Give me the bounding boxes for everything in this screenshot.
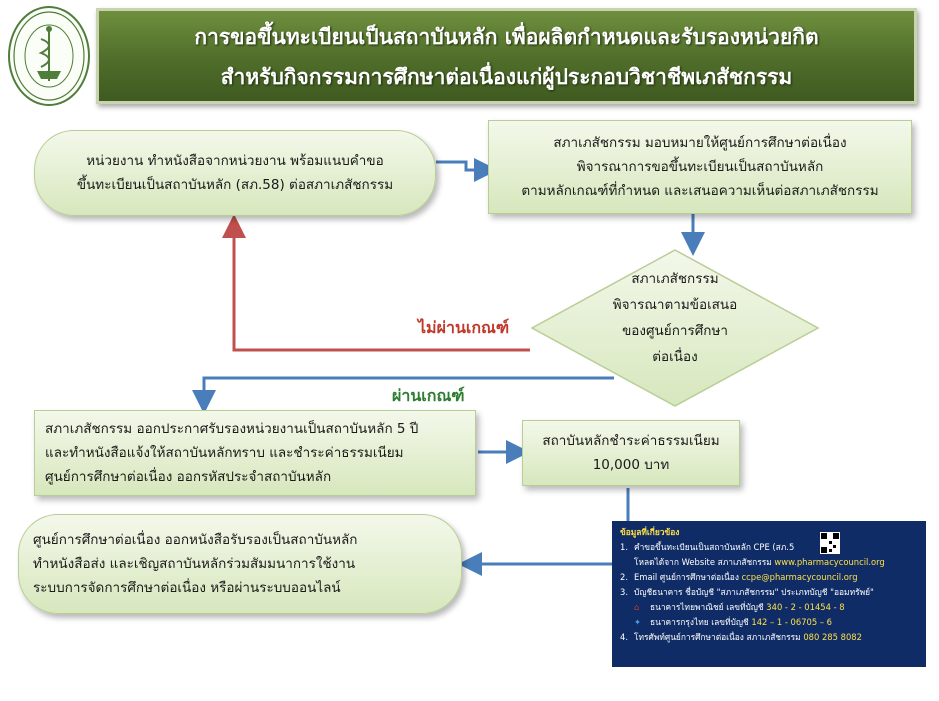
qr-code-icon (820, 532, 840, 554)
step-text-line: ศูนย์การศึกษาต่อเนื่อง ออกหนังสือรับรองเ… (33, 532, 358, 548)
fee-amount: 10,000 บาท (592, 457, 670, 473)
title-line-2: สำหรับกิจกรรมการศึกษาต่อเนื่องแก่ผู้ประก… (220, 65, 793, 89)
decision-line: ของศูนย์การศึกษา (622, 323, 728, 339)
related-info-card: ข้อมูลที่เกี่ยวข้อง 1. คำขอขึ้นทะเบียนเป… (612, 521, 926, 667)
step-text-line: หน่วยงาน ทำหนังสือจากหน่วยงาน พร้อมแนบคำ… (86, 153, 384, 169)
info-item-4: 4. โทรศัพท์ศูนย์การศึกษาต่อเนื่อง สภาเภส… (620, 630, 918, 645)
decision-line: ต่อเนื่อง (652, 349, 698, 365)
decision-line: พิจารณาตามข้อเสนอ (612, 297, 738, 313)
step-text-line: ศูนย์การศึกษาต่อเนื่อง ออกรหัสประจำสถาบั… (45, 469, 332, 485)
step-text-line: ทำหนังสือส่ง และเชิญสถาบันหลักร่วมสัมมนา… (33, 556, 356, 572)
decision-diamond (530, 249, 820, 407)
email-link[interactable]: ccpe@pharmacycouncil.org (741, 572, 858, 582)
scb-icon: ⌂ (634, 602, 640, 612)
step-text-line: สถาบันหลักชำระค่าธรรมเนียม (542, 433, 720, 449)
info-item-2: 2. Email ศูนย์การศึกษาต่อเนื่อง ccpe@pha… (620, 570, 918, 585)
info-item-1-website: โหลดได้จาก Website สภาเภสัชกรรม www.phar… (620, 555, 918, 570)
decision-text: สภาเภสัชกรรม พิจารณาตามข้อเสนอ ของศูนย์ก… (600, 266, 750, 370)
step-text-line: ระบบการจัดการศึกษาต่อเนื่อง หรือผ่านระบบ… (33, 580, 341, 596)
pharmacy-council-seal (8, 6, 90, 106)
reject-label: ไม่ผ่านเกณฑ์ (418, 318, 510, 337)
step-text-line: สภาเภสัชกรรม ออกประกาศรับรองหน่วยงานเป็น… (45, 421, 419, 437)
step-submit-application: หน่วยงาน ทำหนังสือจากหน่วยงาน พร้อมแนบคำ… (34, 130, 436, 216)
info-item-1: 1. คำขอขึ้นทะเบียนเป็นสถาบันหลัก CPE (สภ… (620, 542, 795, 552)
pass-label: ผ่านเกณฑ์ (392, 386, 465, 405)
step-text-line: ขึ้นทะเบียนเป็นสถาบันหลัก (สภ.58) ต่อสภา… (76, 177, 394, 193)
step-issue-certificate: ศูนย์การศึกษาต่อเนื่อง ออกหนังสือรับรองเ… (18, 514, 462, 614)
step-pay-fee: สถาบันหลักชำระค่าธรรมเนียม 10,000 บาท (522, 420, 740, 486)
title-line-1: การขอขึ้นทะเบียนเป็นสถาบันหลัก เพื่อผลิต… (194, 25, 819, 49)
website-link[interactable]: www.pharmacycouncil.org (774, 557, 885, 567)
bank-row-ktb: ✦ ธนาคารกรุงไทย เลขที่บัญชี 142 – 1 - 06… (620, 615, 918, 630)
step-text-line: สภาเภสัชกรรม มอบหมายให้ศูนย์การศึกษาต่อเ… (553, 135, 847, 151)
step-text-line: พิจารณาการขอขึ้นทะเบียนเป็นสถาบันหลัก (576, 159, 824, 175)
step-center-review: สภาเภสัชกรรม มอบหมายให้ศูนย์การศึกษาต่อเ… (488, 120, 912, 214)
info-item-3: 3. บัญชีธนาคาร ชื่อบัญชี "สภาเภสัชกรรม" … (620, 587, 874, 597)
step-announce-certification: สภาเภสัชกรรม ออกประกาศรับรองหน่วยงานเป็น… (34, 410, 476, 496)
step-text-line: และทำหนังสือแจ้งให้สถาบันหลักทราบ และชำร… (45, 445, 404, 461)
step-text-line: ตามหลักเกณฑ์ที่กำหนด และเสนอความเห็นต่อส… (521, 183, 879, 199)
decision-line: สภาเภสัชกรรม (631, 271, 719, 287)
title-banner: การขอขึ้นทะเบียนเป็นสถาบันหลัก เพื่อผลิต… (96, 8, 917, 104)
ktb-icon: ✦ (634, 617, 642, 627)
phone-number: 080 285 8082 (803, 632, 862, 642)
info-title: ข้อมูลที่เกี่ยวข้อง (620, 527, 680, 537)
bank-row-scb: ⌂ ธนาคารไทยพาณิชย์ เลขที่บัญชี 340 - 2 -… (620, 600, 918, 615)
